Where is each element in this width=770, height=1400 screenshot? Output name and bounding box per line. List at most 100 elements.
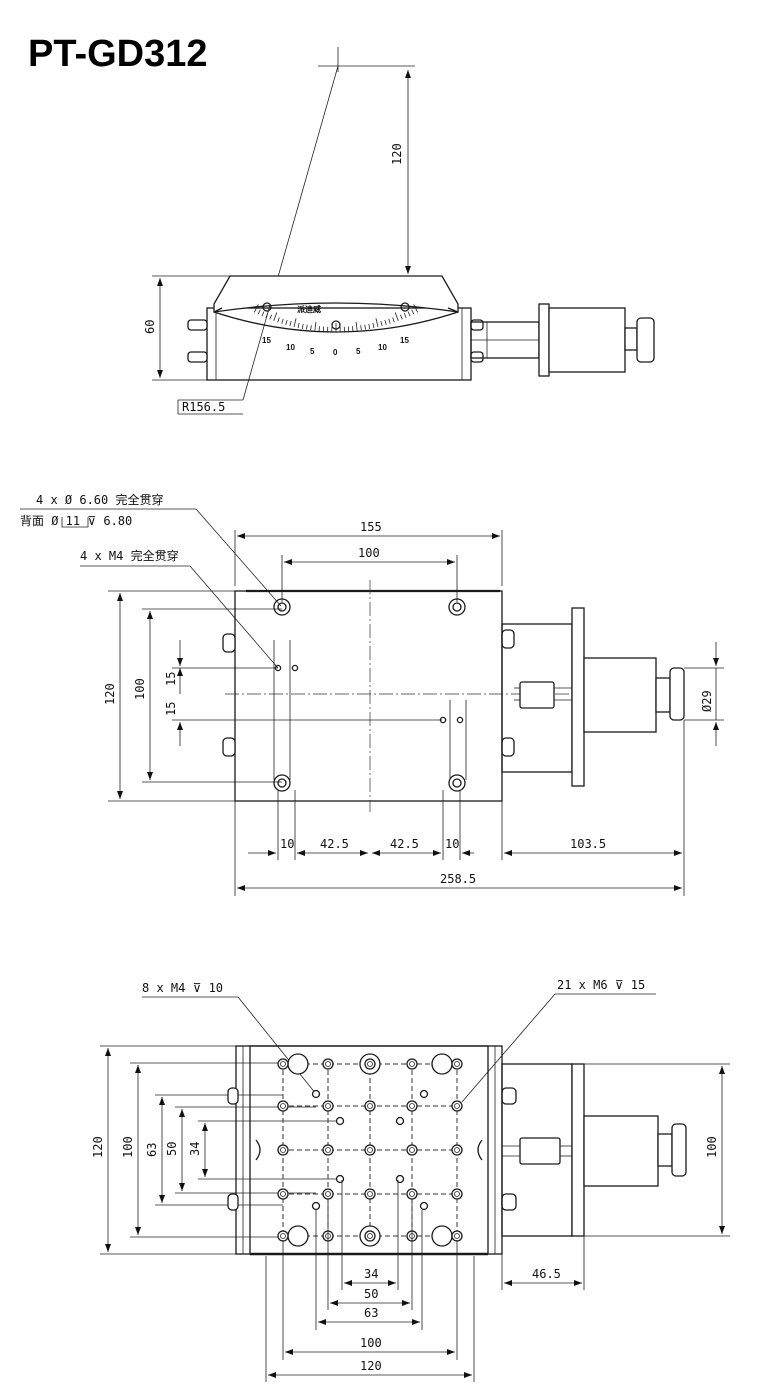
dim-120-bl: 120 (91, 1136, 105, 1158)
scale-tick (400, 314, 403, 320)
m6-hole (322, 1188, 334, 1200)
dim-63-bottom: 63 (364, 1306, 378, 1320)
through-holes (273, 598, 466, 792)
side-view: 120 60 R156.5 派迪威 15 10 5 0 5 10 (143, 47, 655, 415)
m6-hole-core (367, 1147, 373, 1153)
counterbore-hole (287, 1225, 309, 1247)
scale-tick (364, 324, 366, 330)
scale-tick (277, 317, 280, 323)
counterbore-hole (431, 1225, 453, 1247)
top-body (234, 590, 503, 802)
angle-scale-labels: 15 10 5 0 5 10 15 (262, 336, 409, 357)
side-motor (548, 307, 626, 373)
m6-hole-core (454, 1103, 460, 1109)
m6-hole (364, 1188, 376, 1200)
scale-tick (413, 304, 419, 313)
m6-hole-core (325, 1061, 331, 1067)
scale-tick (403, 312, 407, 318)
note-counterbore: 背面 Ø 11 ⊽ 6.80 (20, 514, 132, 528)
m6-hole-core (454, 1233, 460, 1239)
dim-46-5: 46.5 (532, 1267, 561, 1281)
dim-42-5-b: 42.5 (390, 837, 419, 851)
dim-63-bl: 63 (145, 1143, 159, 1157)
dim-100-right: 100 (705, 1136, 719, 1158)
dim-120-side: 120 (390, 143, 404, 165)
m6-hole-core (454, 1191, 460, 1197)
m6-hole (277, 1144, 289, 1156)
note-through-holes: 4 x Ø 6.60 完全贯穿 (36, 492, 163, 507)
bottom-motor (583, 1115, 659, 1187)
scale-label: 10 (378, 343, 387, 352)
top-view: 4 x Ø 6.60 完全贯穿 背面 Ø 11 ⊽ 6.80 4 x M4 完全… (20, 492, 724, 896)
dim-120-bottom: 120 (360, 1359, 382, 1373)
dim-100-top: 100 (358, 546, 380, 560)
scale-tick (407, 311, 411, 317)
dim-34-bottom: 34 (364, 1267, 378, 1281)
m6-hole (451, 1144, 463, 1156)
scale-tick (285, 319, 288, 325)
dim-50-bottom: 50 (364, 1287, 378, 1301)
scale-label: 5 (310, 347, 315, 356)
m6-hole-core (367, 1103, 373, 1109)
scale-tick (314, 321, 317, 331)
m6-hole (277, 1100, 289, 1112)
m6-hole-core (454, 1061, 460, 1067)
m4-hole (395, 1116, 405, 1126)
top-knob (669, 667, 685, 721)
m6-hole-core (409, 1061, 415, 1067)
dim-100-bottom: 100 (360, 1336, 382, 1350)
m6-hole (364, 1144, 376, 1156)
scale-tick (253, 304, 259, 313)
scale-tick (380, 321, 383, 327)
m4-hole (419, 1089, 429, 1099)
scale-tick (368, 323, 371, 329)
scale-tick (289, 321, 292, 327)
scale-tick (281, 318, 284, 324)
scale-tick (269, 314, 272, 320)
m6-hole-core (367, 1233, 373, 1239)
dim-15-a: 15 (164, 672, 178, 686)
m6-hole (451, 1230, 463, 1242)
scale-tick (388, 318, 391, 324)
m6-hole (277, 1230, 289, 1242)
scale-label: 0 (333, 348, 338, 357)
scale-tick (261, 311, 265, 317)
m4-holes (274, 664, 464, 724)
scale-label: 15 (400, 336, 409, 345)
dim-103-5: 103.5 (570, 837, 606, 851)
dim-radius: R156.5 (182, 400, 225, 414)
m6-hole-core (325, 1103, 331, 1109)
dim-258-5: 258.5 (440, 872, 476, 886)
m4-hole (335, 1116, 345, 1126)
angle-scale-ticks (253, 304, 419, 332)
m6-hole (277, 1188, 289, 1200)
m6-hole-core (280, 1061, 286, 1067)
note-m6-bottom: 21 x M6 ⊽ 15 (557, 978, 645, 992)
m6-hole (406, 1058, 418, 1070)
scale-tick (310, 325, 312, 331)
m6-hole-core (409, 1191, 415, 1197)
scale-tick (273, 312, 278, 322)
scale-tick (392, 317, 395, 323)
scale-tick (394, 312, 399, 322)
dim-knob-dia: Ø29 (700, 690, 714, 712)
m4-hole (395, 1174, 405, 1184)
dim-155: 155 (360, 520, 382, 534)
m6-hole (451, 1100, 463, 1112)
mounting-holes (277, 1053, 463, 1247)
m6-hole-core (280, 1233, 286, 1239)
side-knob (636, 317, 655, 363)
scale-tick (372, 322, 375, 329)
m6-hole-core (280, 1191, 286, 1197)
m6-hole-core (367, 1191, 373, 1197)
scale-tick (411, 309, 415, 315)
maker-label: 派迪威 (297, 304, 321, 314)
m4-hole (311, 1089, 321, 1099)
m6-hole-core (325, 1191, 331, 1197)
dim-42-5-a: 42.5 (320, 837, 349, 851)
dim-34-bl: 34 (188, 1142, 202, 1156)
scale-tick (355, 321, 358, 331)
m6-hole (451, 1058, 463, 1070)
scale-tick (297, 322, 300, 329)
